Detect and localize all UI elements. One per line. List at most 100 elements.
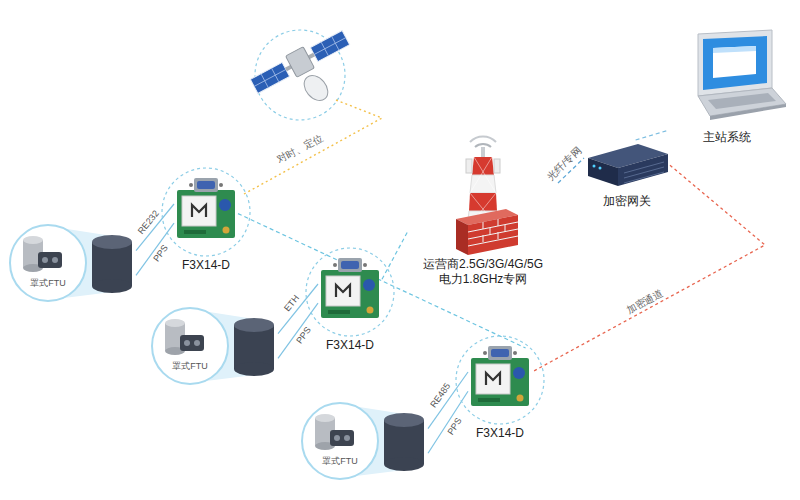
module-board-part (184, 230, 206, 234)
gateway-figure-part (618, 154, 668, 186)
module-board-part (517, 395, 524, 402)
module-board-part (491, 349, 509, 357)
edge-label: RE485 (428, 380, 454, 410)
module-board-part (367, 307, 374, 314)
ftu-figure-part (344, 435, 350, 441)
ftu-figure-part (92, 235, 132, 249)
node-label: 主站系统 (668, 130, 786, 145)
connector (636, 130, 668, 140)
station-node: 主站系统 (668, 30, 786, 148)
module-board-part (182, 196, 216, 226)
ftu-node: 罩式FTU (150, 305, 278, 387)
module-board-part (192, 205, 206, 217)
gateway-figure-part (588, 158, 618, 186)
ftu-figure-part (315, 414, 335, 422)
edge-label: ETH (281, 293, 302, 315)
module-board-part (363, 279, 375, 291)
edge-label: 加密通道 (624, 287, 667, 318)
ftu-node: 罩式FTU (300, 400, 428, 482)
ftu-figure-part (23, 236, 43, 244)
gateway-figure-part (599, 167, 602, 170)
laptop-figure-part (710, 104, 786, 120)
node-label: F3X14-D (468, 426, 532, 441)
module-board-part (471, 358, 529, 406)
module-board-part (483, 351, 487, 355)
gateway-figure-part (593, 165, 596, 168)
tower-figure-part (468, 219, 518, 246)
ftu-figure-part (194, 340, 200, 346)
module-board (318, 260, 382, 320)
ftu-figure-part (330, 430, 354, 446)
link-note: 对时、定位 (274, 131, 326, 166)
satellite-part (299, 71, 332, 105)
module-board-part (333, 263, 337, 267)
ftu-figure-part (180, 335, 204, 351)
tower-figure-part (494, 159, 500, 173)
laptop-figure-part (708, 93, 776, 109)
gateway-figure-part (624, 162, 664, 183)
satellite (248, 27, 351, 120)
module-board-part (478, 398, 500, 402)
connector (278, 284, 318, 334)
tower-figure-part (466, 159, 472, 173)
node-label: 罩式FTU (300, 456, 380, 467)
module-board (468, 348, 532, 408)
edge-label: RE232 (135, 207, 162, 237)
module-board-part (189, 183, 193, 187)
tower-figure-part (469, 193, 497, 211)
module-board-part (321, 270, 379, 318)
ftu-figure-part (234, 362, 274, 376)
module-board-part (197, 181, 215, 189)
ftu-figure (150, 305, 278, 387)
ftu-figure-part (92, 279, 132, 293)
tower-figure-part (470, 136, 496, 142)
module-board-part (328, 310, 350, 314)
connector (532, 165, 765, 372)
module-board-part (488, 346, 512, 360)
connector (278, 303, 318, 358)
satellite-part-part (250, 31, 349, 94)
tower-figure (408, 135, 558, 255)
ftu-figure-part (302, 403, 378, 479)
module-board-part (341, 261, 359, 269)
tower-figure-part (468, 215, 518, 255)
edge-label: PPS (294, 324, 315, 347)
module-board-part (326, 276, 360, 306)
laptop-figure-part (713, 46, 756, 78)
module-board-part (306, 248, 394, 336)
module-board-part (223, 227, 230, 234)
edge-label: PPS (151, 243, 172, 266)
module-board-part (338, 258, 362, 272)
ftu-figure-part (152, 308, 228, 384)
module-node: F3X14-D (318, 260, 382, 356)
laptop-figure-part (703, 36, 767, 90)
tower-figure-part (470, 175, 496, 193)
node-label: 加密网关 (584, 194, 670, 209)
node-label: F3X14-D (318, 338, 382, 353)
tower-node: 运营商2.5G/3G/4G/5G 电力1.8GHz专网 (408, 135, 558, 295)
satellite-part (248, 27, 351, 97)
edge-label: 光纤/专网 (544, 144, 585, 184)
module-board-part (363, 263, 367, 267)
module-node: F3X14-D (468, 348, 532, 444)
module-board-part (476, 364, 510, 394)
module-board-part (336, 285, 350, 297)
ftu-figure-part (184, 340, 190, 346)
ftu-node: 罩式FTU (8, 222, 136, 304)
gateway-node: 加密网关 (584, 140, 670, 212)
connector (382, 231, 408, 279)
ftu-figure (300, 400, 428, 482)
gateway-figure (584, 140, 670, 192)
ftu-figure-part (334, 435, 340, 441)
ftu-figure-part (38, 252, 62, 268)
tower-figure-part (456, 219, 468, 255)
module-board-part (456, 336, 544, 424)
ftu-figure-part (42, 257, 48, 263)
ftu-figure-part (384, 457, 424, 471)
ftu-figure-part (165, 319, 185, 327)
ftu-figure-part (234, 318, 274, 332)
module-board-part (162, 168, 250, 256)
timing-link (244, 100, 382, 194)
module-board-part (513, 351, 517, 355)
